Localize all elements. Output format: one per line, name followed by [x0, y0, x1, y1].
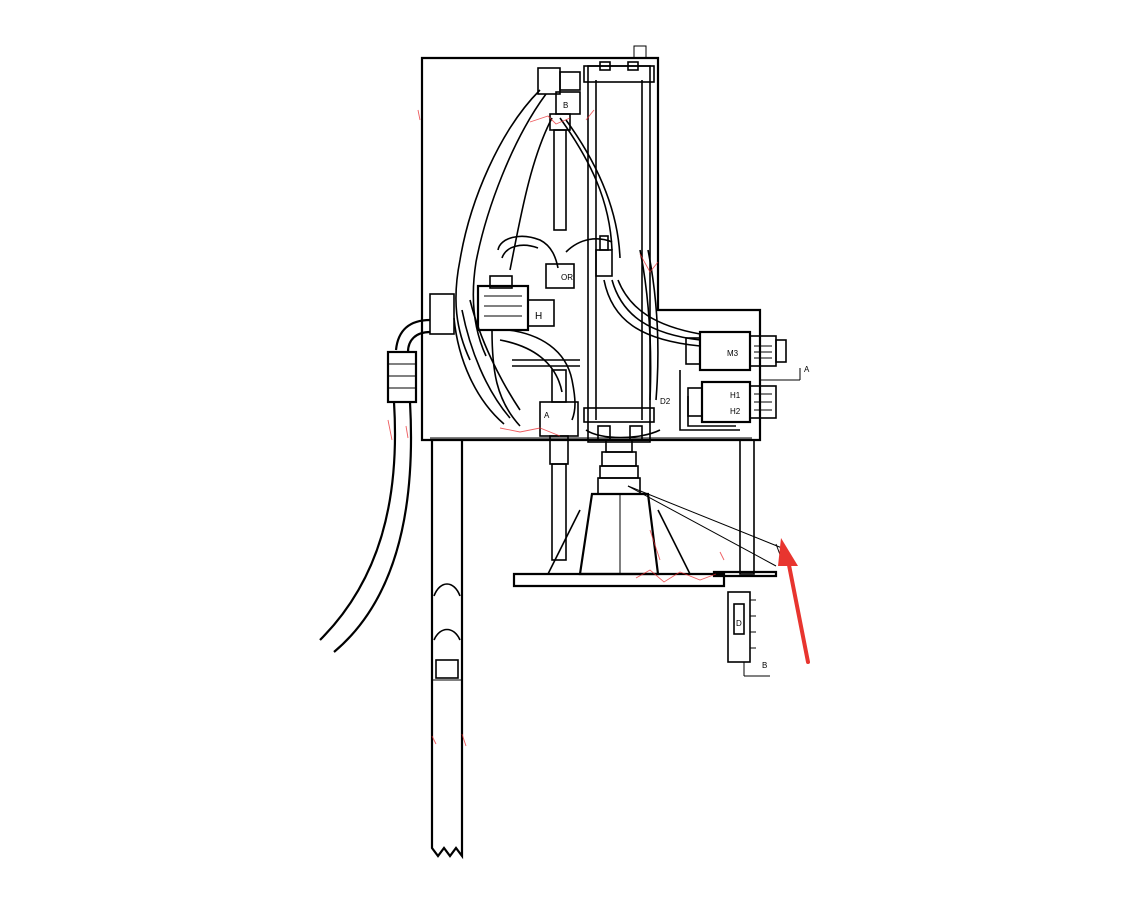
cone-base [512, 439, 726, 588]
component-h: H [476, 275, 555, 332]
solenoid-m3: M3 [685, 330, 787, 372]
left-leg [430, 440, 464, 860]
d2-label: D2 [660, 397, 671, 406]
section-a-label: A [804, 365, 810, 374]
lower-valve: A [539, 369, 579, 561]
hoses [453, 89, 740, 439]
valve-b-label: B [563, 101, 568, 110]
vertical-cylinder [583, 61, 655, 443]
solenoid-h1-h2: H1 H2 D2 [660, 380, 777, 424]
m3-label: M3 [727, 349, 739, 358]
inlet-fitting [386, 293, 455, 404]
component-or: OR [545, 263, 575, 289]
sensor-d-label: D [736, 619, 742, 628]
lower-valve-label: A [544, 411, 550, 420]
h2-label: H2 [730, 407, 741, 416]
hose-connector [595, 235, 613, 277]
pointer-arrow [778, 538, 810, 664]
section-marker-a: A [760, 365, 810, 381]
red-annotations [387, 109, 725, 747]
section-b-label: B [762, 661, 767, 670]
cabinet-outline [420, 45, 762, 442]
h-label: H [535, 311, 542, 322]
or-label: OR [561, 273, 573, 282]
valve-b: B [537, 67, 581, 231]
supply-hose [319, 401, 413, 653]
right-leg: D B [712, 439, 778, 677]
h1-label: H1 [730, 391, 741, 400]
